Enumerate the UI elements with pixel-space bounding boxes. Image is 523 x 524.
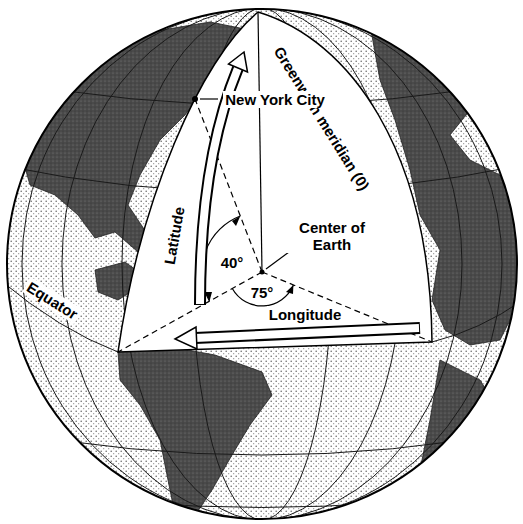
axis-line xyxy=(258,12,262,272)
globe-outline xyxy=(7,9,517,519)
arc-arrowhead xyxy=(232,216,240,226)
city-label: New York City xyxy=(223,91,326,108)
graticule xyxy=(0,8,523,520)
arc-arrowhead xyxy=(286,285,293,294)
cutaway-wedge xyxy=(118,12,432,352)
radius-lines xyxy=(118,99,432,352)
center-dot xyxy=(260,270,265,275)
axis-label: Latitude xyxy=(160,203,188,267)
city-dot xyxy=(192,96,198,102)
angle-value: 40° xyxy=(219,254,246,271)
leader-line xyxy=(200,98,218,99)
angle-value: 75° xyxy=(249,284,276,301)
axis-label: Longitude xyxy=(267,306,343,323)
equator-label: Equator xyxy=(22,277,82,324)
longitude-arrow xyxy=(175,327,420,349)
center-label: Center of Earth xyxy=(282,219,382,253)
meridian-label: Greenwich meridian (0) xyxy=(270,41,374,194)
leader-line xyxy=(266,252,289,269)
